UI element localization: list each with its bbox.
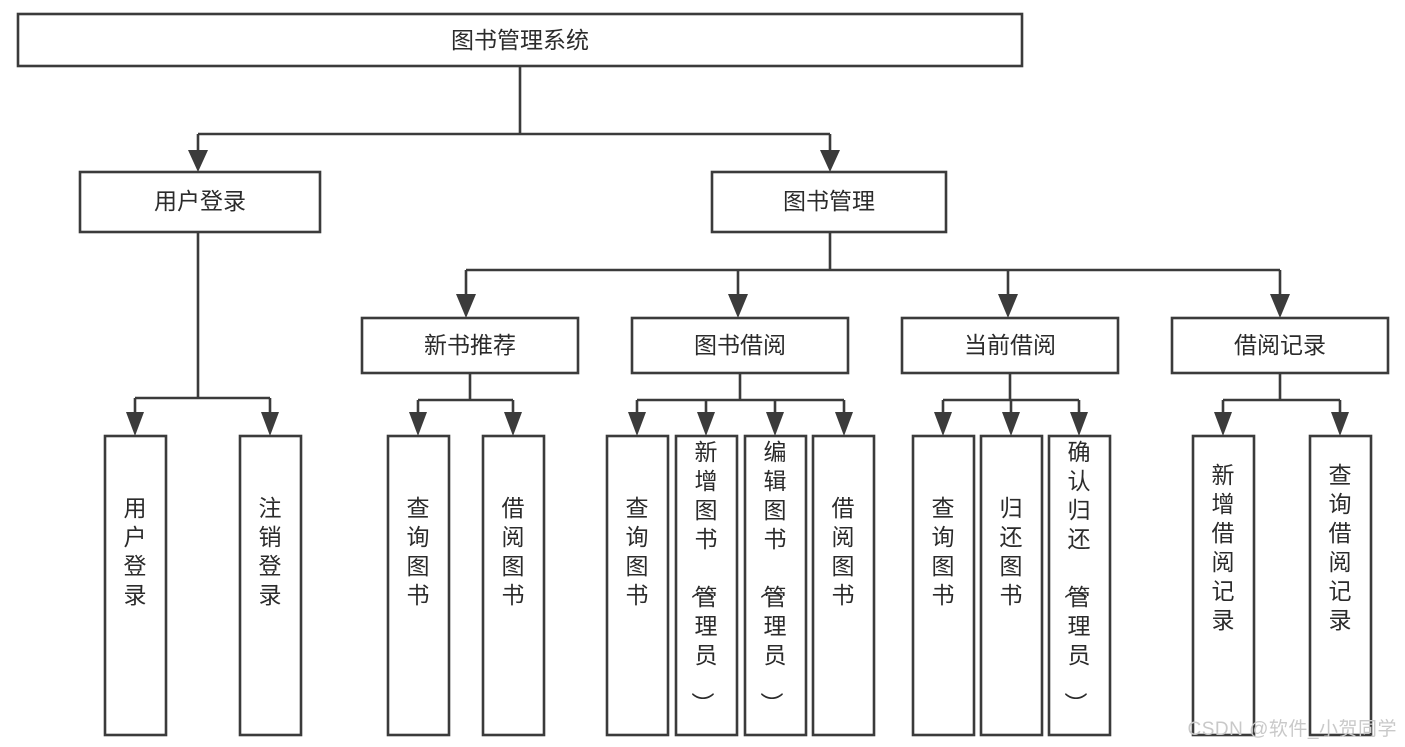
node-newbook-box[interactable] [360, 316, 580, 375]
leaf-node-11-box[interactable] [1047, 434, 1112, 737]
leaf-node-2-box[interactable] [238, 434, 303, 737]
arrow-head-leaf-1 [126, 412, 144, 436]
node-root-label: 图书管理系统 [451, 27, 589, 53]
arrow-head-records [1270, 294, 1290, 318]
leaf-node-11[interactable]: 确认归还（管理员） [1047, 434, 1112, 737]
node-borrow[interactable]: 图书借阅 [630, 316, 850, 375]
arrow-head-current [998, 294, 1018, 318]
leaf-node-5-box[interactable] [605, 434, 670, 737]
arrow-head-leaf-6 [697, 412, 715, 436]
connector-layer [126, 66, 1349, 436]
leaf-node-12-box[interactable] [1191, 434, 1256, 737]
node-borrow-label: 图书借阅 [694, 332, 786, 358]
leaf-node-1[interactable]: 用户登录 [103, 434, 168, 737]
node-login[interactable]: 用户登录 [78, 170, 322, 234]
leaf-node-7-box[interactable] [743, 434, 808, 737]
arrow-head-leaf-7 [766, 412, 784, 436]
leaf-node-4-label: 借阅图书 [502, 495, 525, 608]
leaf-node-2[interactable]: 注销登录 [238, 434, 303, 737]
leaf-node-4-box[interactable] [481, 434, 546, 737]
node-root-box[interactable] [16, 12, 1024, 68]
node-borrow-box[interactable] [630, 316, 850, 375]
node-bookmgmt-label: 图书管理 [783, 188, 875, 214]
leaf-node-6-box[interactable] [674, 434, 739, 737]
leaf-node-9-box[interactable] [911, 434, 976, 737]
arrow-head-leaf-3 [409, 412, 427, 436]
leaf-node-10[interactable]: 归还图书 [979, 434, 1044, 737]
leaf-node-4[interactable]: 借阅图书 [481, 434, 546, 737]
arrow-head-leaf-13 [1331, 412, 1349, 436]
leaf-node-3[interactable]: 查询图书 [386, 434, 451, 737]
node-current-box[interactable] [900, 316, 1120, 375]
leaf-node-12[interactable]: 新增借阅记录 [1191, 434, 1256, 737]
leaf-node-10-label: 归还图书 [1000, 495, 1023, 608]
arrow-head-leaf-8 [835, 412, 853, 436]
arrow-head-newbook [456, 294, 476, 318]
leaf-node-13-label: 查询借阅记录 [1329, 462, 1352, 633]
node-newbook[interactable]: 新书推荐 [360, 316, 580, 375]
leaf-node-9-label: 查询图书 [932, 495, 955, 608]
node-records-box[interactable] [1170, 316, 1390, 375]
arrow-head-borrow [728, 294, 748, 318]
arrow-head-bookmgmt [820, 150, 840, 172]
node-records-label: 借阅记录 [1234, 332, 1326, 358]
arrow-head-leaf-9 [934, 412, 952, 436]
node-bookmgmt[interactable]: 图书管理 [710, 170, 948, 234]
leaf-node-13-box[interactable] [1308, 434, 1373, 737]
leaf-node-1-box[interactable] [103, 434, 168, 737]
node-newbook-label: 新书推荐 [424, 332, 516, 358]
leaf-node-8-box[interactable] [811, 434, 876, 737]
leaf-node-7[interactable]: 编辑图书（管理员） [743, 434, 808, 737]
arrow-head-leaf-11 [1070, 412, 1088, 436]
leaf-node-11-label: 确认归还（管理员） [1063, 439, 1091, 715]
leaf-node-9[interactable]: 查询图书 [911, 434, 976, 737]
leaf-node-10-box[interactable] [979, 434, 1044, 737]
leaf-node-6-label: 新增图书（管理员） [690, 439, 718, 715]
leaf-node-5-label: 查询图书 [626, 495, 649, 608]
leaf-node-3-box[interactable] [386, 434, 451, 737]
leaf-node-8[interactable]: 借阅图书 [811, 434, 876, 737]
arrow-head-login [188, 150, 208, 172]
node-records[interactable]: 借阅记录 [1170, 316, 1390, 375]
leaf-node-7-label: 编辑图书（管理员） [759, 439, 787, 715]
leaf-node-5[interactable]: 查询图书 [605, 434, 670, 737]
node-current[interactable]: 当前借阅 [900, 316, 1120, 375]
leaf-node-1-label: 用户登录 [124, 495, 147, 608]
node-login-box[interactable] [78, 170, 322, 234]
arrow-head-leaf-2 [261, 412, 279, 436]
arrow-head-leaf-4 [504, 412, 522, 436]
leaf-node-6[interactable]: 新增图书（管理员） [674, 434, 739, 737]
arrow-head-leaf-10 [1002, 412, 1020, 436]
leaf-node-8-label: 借阅图书 [832, 495, 855, 608]
leaf-node-13[interactable]: 查询借阅记录 [1308, 434, 1373, 737]
leaf-node-3-label: 查询图书 [407, 495, 430, 608]
arrow-head-leaf-12 [1214, 412, 1232, 436]
node-root[interactable]: 图书管理系统 [16, 12, 1024, 68]
leaf-node-2-label: 注销登录 [259, 495, 282, 608]
node-login-label: 用户登录 [154, 188, 246, 214]
node-bookmgmt-box[interactable] [710, 170, 948, 234]
arrow-head-leaf-5 [628, 412, 646, 436]
node-current-label: 当前借阅 [964, 332, 1056, 358]
leaf-node-12-label: 新增借阅记录 [1212, 462, 1235, 633]
